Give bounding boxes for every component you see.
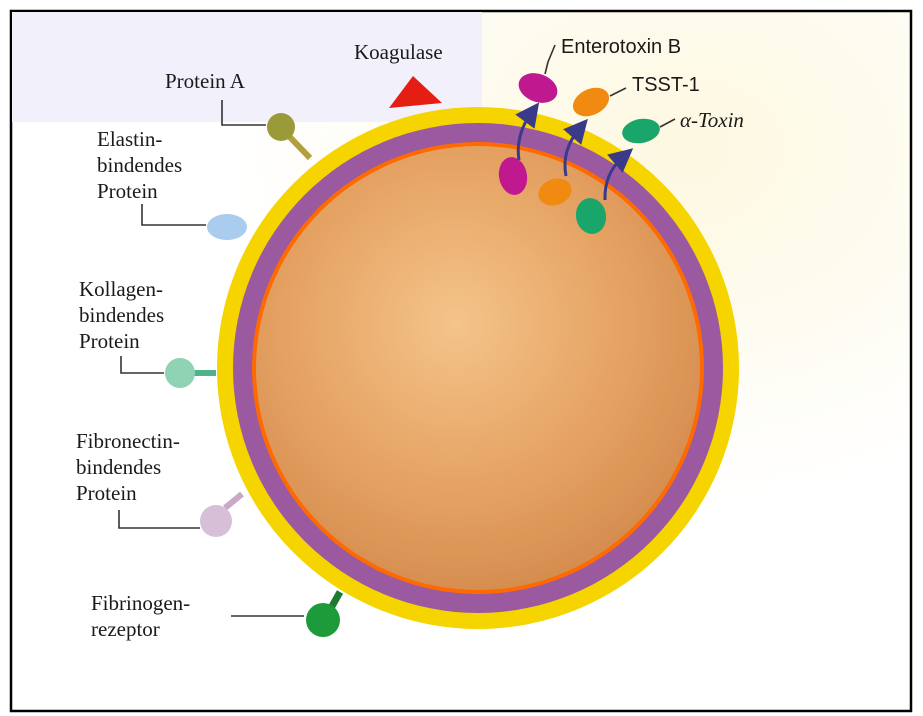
fibrinogen-label-2: rezeptor [91, 617, 160, 641]
protein-a-shape [267, 113, 295, 141]
cytoplasm [256, 146, 700, 590]
elastin-label-3: Protein [97, 179, 158, 203]
koagulase-label: Koagulase [354, 40, 443, 64]
fibronectin-label-3: Protein [76, 481, 137, 505]
kollagen-label-1: Kollagen- [79, 277, 163, 301]
fibronectin-label-2: bindendes [76, 455, 161, 479]
enterotoxin-label: Enterotoxin B [561, 36, 681, 58]
fibrinogen-label-1: Fibrinogen- [91, 591, 190, 615]
fibrinogen-receptor-shape [306, 603, 340, 637]
elastin-protein-shape [207, 214, 247, 240]
bacterial-cell [217, 107, 739, 629]
fibronectin-label-1: Fibronectin- [76, 429, 180, 453]
alpha-toxin-label: α-Toxin [680, 108, 744, 132]
fibronectin-protein-shape [200, 505, 232, 537]
kollagen-label-3: Protein [79, 329, 140, 353]
elastin-label-2: bindendes [97, 153, 182, 177]
elastin-label-1: Elastin- [97, 127, 162, 151]
kollagen-label-2: bindendes [79, 303, 164, 327]
kollagen-protein-shape [165, 358, 195, 388]
protein-a-label: Protein A [165, 69, 246, 93]
tsst-label: TSST-1 [632, 74, 700, 96]
